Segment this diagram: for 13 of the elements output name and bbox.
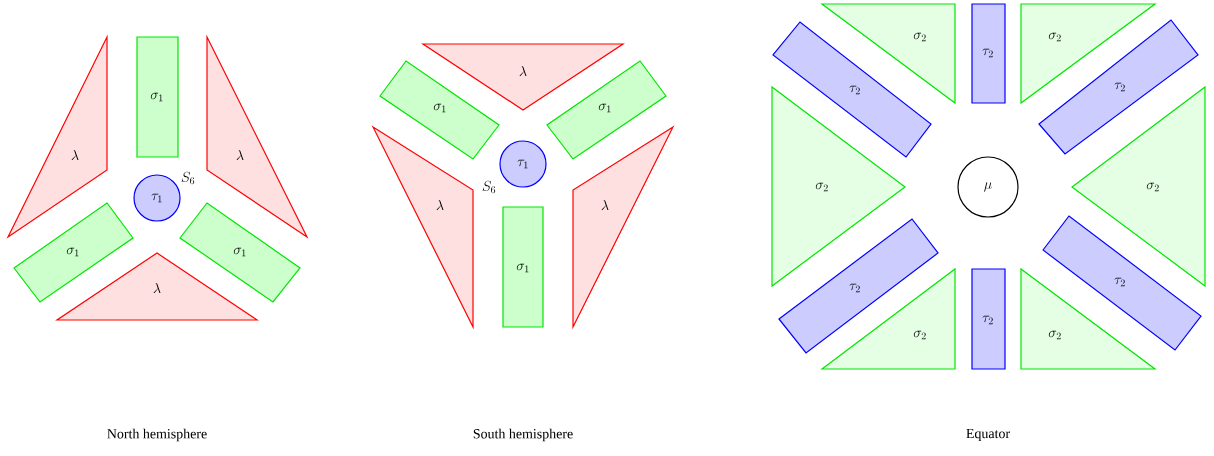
bar: $\tau_2$ bbox=[971, 268, 1006, 370]
caption: South hemisphere bbox=[473, 428, 573, 442]
node-label: $S_6$ bbox=[181, 171, 195, 185]
caption: Equator bbox=[966, 428, 1010, 442]
bar: $\sigma_1$ bbox=[379, 60, 500, 160]
bar: $\sigma_1$ bbox=[502, 206, 544, 328]
bar: $\tau_2$ bbox=[971, 3, 1006, 104]
caption: North hemisphere bbox=[107, 428, 207, 442]
node-label: $S_6$ bbox=[482, 180, 496, 194]
bar: $\sigma_1$ bbox=[13, 202, 134, 303]
bar: $\sigma_1$ bbox=[136, 36, 179, 158]
bar: $\sigma_1$ bbox=[179, 202, 301, 303]
bar: $\sigma_1$ bbox=[546, 60, 667, 160]
